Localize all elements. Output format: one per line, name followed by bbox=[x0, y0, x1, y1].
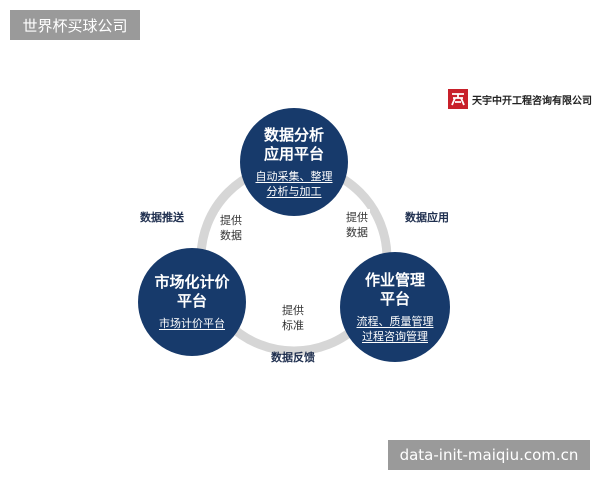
node-title: 平台 bbox=[176, 292, 207, 310]
node-operation-management-platform: 作业管理 平台 流程、质量管理 过程咨询管理 bbox=[340, 252, 450, 362]
node-subtitle: 流程、质量管理 过程咨询管理 bbox=[357, 314, 434, 344]
edge-label-line: 提供 bbox=[346, 211, 368, 224]
edge-label-line: 数据 bbox=[346, 226, 368, 239]
node-subtitle-line: 过程咨询管理 bbox=[362, 329, 428, 343]
flow-label-apply: 数据应用 bbox=[405, 211, 449, 224]
node-title: 平台 bbox=[379, 289, 410, 308]
edge-label-line: 提供 bbox=[282, 304, 304, 317]
node-data-analysis-platform: 数据分析 应用平台 自动采集、整理 分析与加工 bbox=[240, 108, 348, 216]
edge-label-line: 标准 bbox=[282, 319, 304, 332]
edge-label-bottom: 提供 标准 bbox=[280, 302, 306, 334]
node-title: 作业管理 bbox=[364, 270, 425, 289]
node-subtitle: 自动采集、整理 分析与加工 bbox=[256, 169, 333, 199]
watermark-bottom-right: data-init-maiqiu.com.cn bbox=[388, 440, 590, 470]
edge-label-left: 提供 数据 bbox=[218, 212, 244, 244]
node-subtitle: 市场计价平台 bbox=[159, 316, 225, 331]
node-title: 市场化计价 bbox=[154, 273, 230, 291]
edge-label-right: 提供 数据 bbox=[344, 209, 370, 241]
node-title: 数据分析 bbox=[263, 125, 324, 144]
company-logo-icon bbox=[448, 89, 468, 109]
watermark-top-left: 世界杯买球公司 bbox=[10, 10, 140, 40]
company-brand: 天宇中开工程咨询有限公司 bbox=[448, 89, 592, 109]
flow-label-feedback: 数据反馈 bbox=[271, 351, 315, 364]
node-title: 应用平台 bbox=[263, 144, 324, 163]
edge-label-line: 数据 bbox=[220, 229, 242, 242]
node-subtitle-line: 流程、质量管理 bbox=[356, 314, 434, 328]
flow-label-push: 数据推送 bbox=[140, 211, 184, 224]
node-subtitle-line: 分析与加工 bbox=[266, 184, 322, 198]
node-market-pricing-platform: 市场化计价 平台 市场计价平台 bbox=[138, 248, 246, 356]
node-subtitle-line: 自动采集、整理 bbox=[255, 169, 333, 183]
edge-label-line: 提供 bbox=[220, 214, 242, 227]
node-subtitle-line: 市场计价平台 bbox=[159, 317, 225, 330]
company-name: 天宇中开工程咨询有限公司 bbox=[472, 95, 592, 107]
